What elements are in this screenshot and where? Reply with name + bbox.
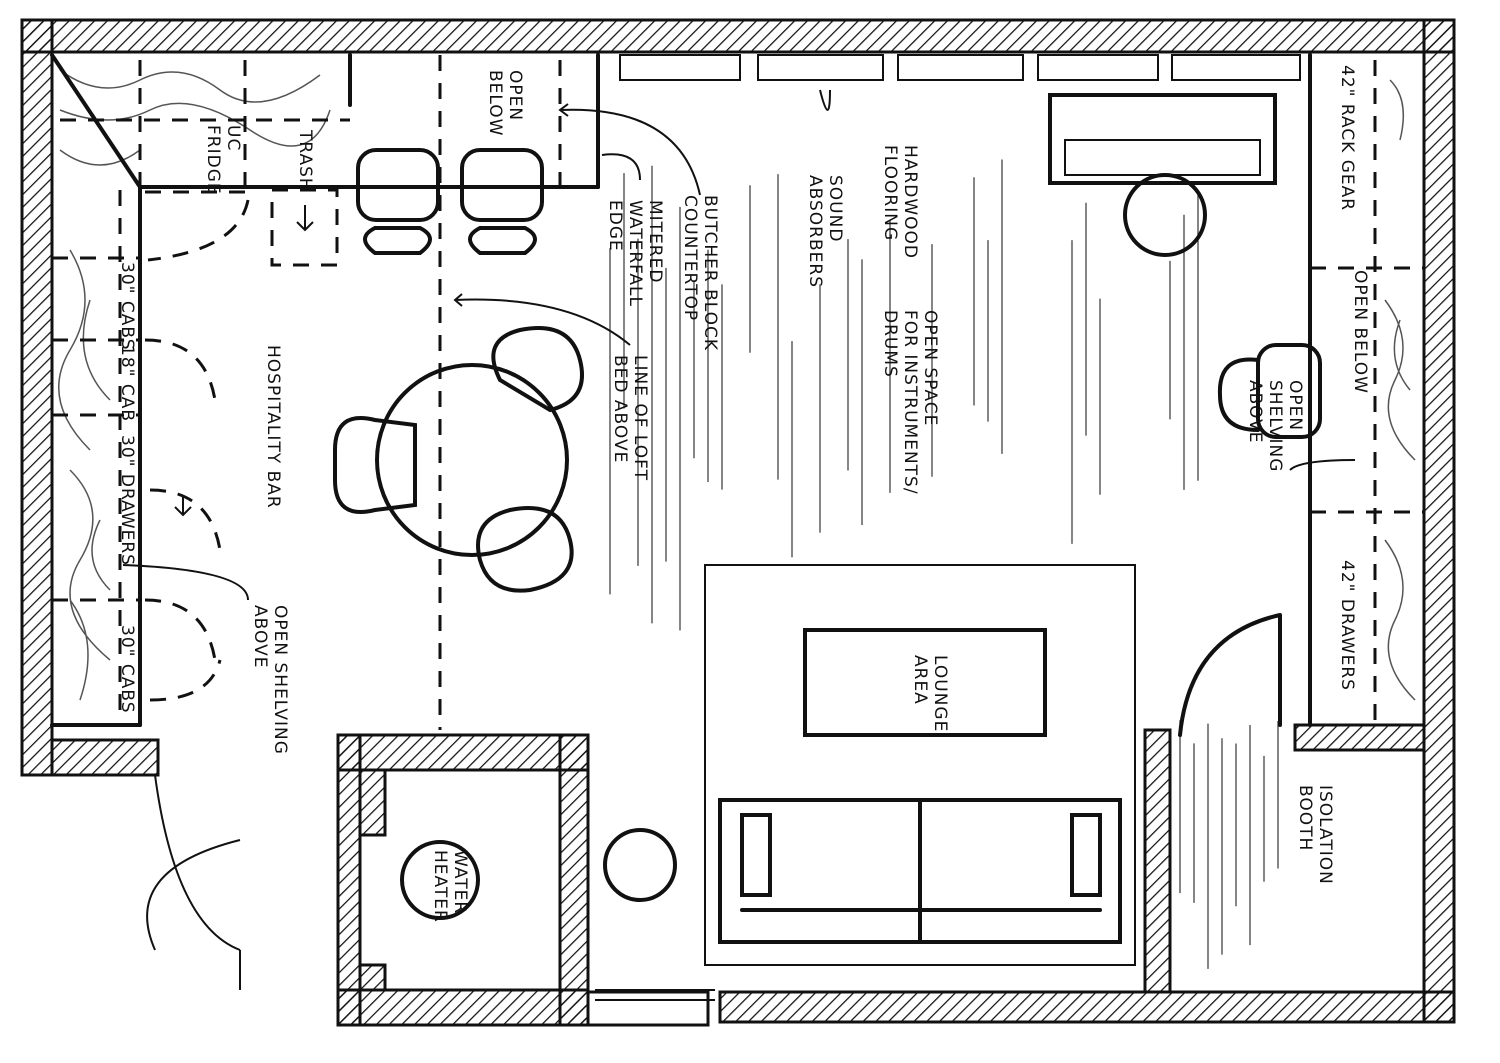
label-trash: TRASH: [295, 129, 315, 192]
water-heater: [400, 840, 480, 920]
label-uc-fridge: UC: [223, 125, 243, 151]
label-open-space: OPEN SPACE: [920, 310, 940, 426]
labels: OPENBELOW TRASH UCFRIDGE MITEREDWATERFAL…: [117, 65, 1370, 923]
label-hardwood: HARDWOOD: [900, 145, 920, 259]
svg-text:UCFRIDGE: UCFRIDGE: [203, 125, 243, 195]
svg-text:HARDWOODFLOORING: HARDWOODFLOORING: [880, 145, 920, 259]
label-water-heater: WATER: [450, 850, 470, 914]
label-open-shelving-right: OPEN: [1285, 380, 1305, 431]
label-lounge-area: LOUNGE: [930, 655, 950, 732]
label-open-below-right: OPEN BELOW: [1350, 270, 1370, 394]
label-open-shelving-left: OPEN SHELVING: [270, 605, 290, 755]
label-open-below-top: OPEN: [505, 70, 525, 121]
label-sound-absorbers: SOUND: [825, 175, 845, 242]
svg-text:OPENBELOW: OPENBELOW: [485, 70, 525, 136]
label-cab-30-top: 30" CABS: [117, 262, 137, 351]
svg-text:OPEN SPACEFOR INSTRUMENTS/DRUM: OPEN SPACEFOR INSTRUMENTS/DRUMS: [880, 310, 940, 495]
label-loft-line: LINE OF LOFT: [630, 355, 650, 481]
doors: [146, 613, 1282, 1001]
leader-arrows: [122, 89, 1356, 601]
svg-text:OPENSHELVINGABOVE: OPENSHELVINGABOVE: [1245, 380, 1305, 472]
svg-text:LOUNGEAREA: LOUNGEAREA: [910, 655, 950, 732]
label-isolation-booth: ISOLATION: [1315, 785, 1335, 885]
label-rack-gear: 42" RACK GEAR: [1337, 65, 1357, 211]
label-drawers-42: 42" DRAWERS: [1337, 560, 1357, 691]
label-cab-30-bottom: 30" CABS: [117, 625, 137, 714]
right-counter: [1217, 53, 1424, 727]
sound-absorbers: [619, 54, 1301, 81]
svg-text:OPEN SHELVINGABOVE: OPEN SHELVINGABOVE: [250, 605, 290, 755]
label-butcher-block: BUTCHER BLOCK: [700, 195, 720, 351]
bar-stools: [356, 148, 544, 255]
svg-text:ISOLATIONBOOTH: ISOLATIONBOOTH: [1295, 785, 1335, 885]
label-hospitality-bar: HOSPITALITY BAR: [263, 345, 283, 509]
label-cab-18: 18" CAB: [117, 345, 137, 422]
svg-text:MITEREDWATERFALLEDGE: MITEREDWATERFALLEDGE: [605, 200, 665, 307]
hardwood-flooring-hatch: [609, 159, 1279, 969]
label-mitered-edge: MITERED: [645, 200, 665, 283]
svg-text:SOUNDABSORBERS: SOUNDABSORBERS: [805, 175, 845, 288]
label-drawers-30: 30" DRAWERS: [117, 435, 137, 566]
svg-text:WATERHEATER: WATERHEATER: [430, 850, 470, 923]
walls: [20, 18, 1456, 1027]
lounge: [603, 564, 1136, 966]
keyboard: [1048, 93, 1277, 257]
svg-text:BUTCHER BLOCKCOUNTERTOP: BUTCHER BLOCKCOUNTERTOP: [680, 195, 720, 351]
dining-table: [333, 326, 584, 593]
hospitality-bar-counter: [50, 53, 1416, 730]
svg-text:LINE OF LOFTBED ABOVE: LINE OF LOFTBED ABOVE: [610, 355, 650, 481]
